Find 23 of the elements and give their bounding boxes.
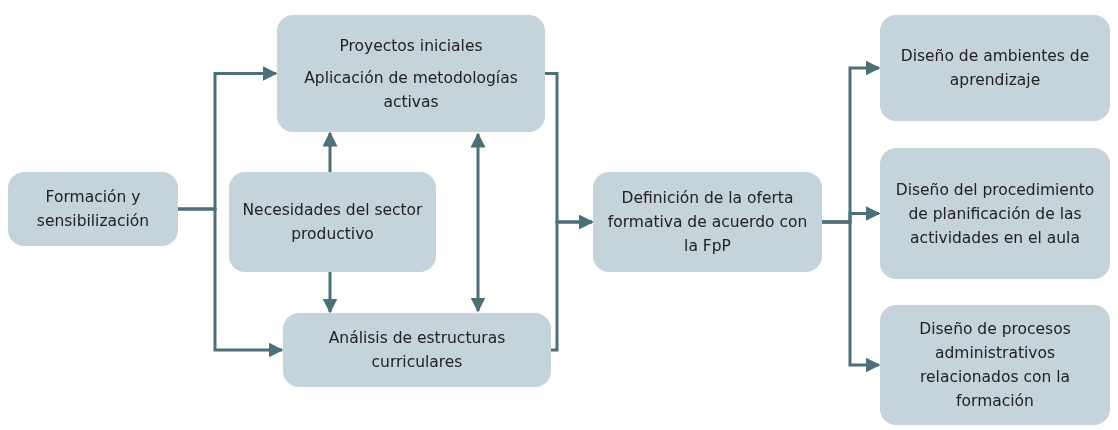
arrow [322, 272, 338, 314]
process-box [229, 172, 436, 272]
box-text: Aplicación de metodologías activas [303, 67, 519, 113]
arrow [470, 132, 486, 313]
arrow [822, 220, 881, 373]
arrow [178, 207, 284, 358]
arrow [551, 214, 594, 352]
process-box [880, 305, 1110, 425]
arrow [322, 131, 338, 172]
process-box [277, 15, 545, 132]
box-text: Necesidades del sector productivo [241, 200, 424, 245]
box-text: Diseño de ambientes de aprendizaje [899, 46, 1091, 91]
process-box [8, 172, 178, 246]
box-text: Definición de la oferta formativa de acuerdo con la FpP [606, 188, 809, 257]
box-text: Diseño de procesos administrativos relacionados con la formación [918, 319, 1072, 412]
process-box [880, 148, 1110, 279]
box-text: Análisis de estructuras curriculares [327, 328, 507, 373]
process-box [593, 172, 822, 272]
process-box [283, 313, 551, 387]
process-box [880, 15, 1110, 121]
box-text: Diseño del procedimiento de planificación de las actividades en el aula [894, 179, 1096, 249]
box-text: Formación y sensibilización [35, 187, 151, 232]
box-text: Proyectos iniciales [339, 35, 483, 57]
